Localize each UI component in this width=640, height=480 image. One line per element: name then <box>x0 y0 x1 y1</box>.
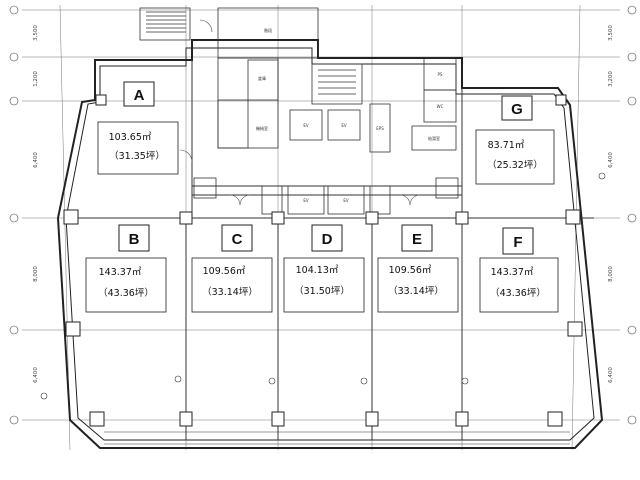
unit-G-area: 83.71㎡ <box>488 140 525 151</box>
room-label-ps: PS <box>438 72 443 77</box>
elevator-label-2: EV <box>341 123 347 128</box>
unit-B-letter: B <box>129 231 140 248</box>
unit-B-tsubo: （43.36坪） <box>98 287 154 299</box>
dim-right-1: 3,500 <box>608 25 614 41</box>
unit-B: B 143.37㎡ （43.36坪） <box>85 224 167 313</box>
unit-G-area-box <box>475 129 555 185</box>
unit-B-area: 143.37㎡ <box>99 267 142 278</box>
unit-D-area-box <box>283 257 365 313</box>
unit-F-tsubo: （43.36坪） <box>490 287 546 299</box>
core-room-labels: 倉庫 機械室 EPS PS 階段 給湯室 WC <box>256 27 444 141</box>
unit-B-area-box <box>85 257 167 313</box>
dim-right-3: 6,400 <box>608 152 614 168</box>
elevator-label-3: EV <box>303 198 309 203</box>
unit-G-letter-box <box>501 95 533 121</box>
unit-E-area: 109.56㎡ <box>389 265 432 276</box>
unit-F-area: 143.37㎡ <box>491 267 534 278</box>
dim-left-5: 6,400 <box>33 367 39 383</box>
unit-A-area: 103.65㎡ <box>109 132 152 143</box>
dimensions-left: 3,500 1,200 6,400 8,000 6,400 <box>33 25 39 383</box>
unit-F-area-box <box>479 257 559 313</box>
axis-markers-left <box>9 5 19 425</box>
unit-E: E 109.56㎡ （33.14坪） <box>377 224 459 313</box>
outer-walls <box>56 39 604 449</box>
unit-A-area-box <box>97 121 179 175</box>
partitions <box>70 60 594 440</box>
unit-E-letter-box <box>401 224 433 252</box>
dim-left-2: 1,200 <box>33 71 39 87</box>
unit-A-letter-box <box>123 81 155 107</box>
unit-D-tsubo: （31.50坪） <box>294 285 350 297</box>
dim-left-3: 6,400 <box>33 152 39 168</box>
unit-C-letter: C <box>232 231 243 248</box>
dim-right-5: 6,400 <box>608 367 614 383</box>
unit-C-tsubo: （33.14坪） <box>202 286 258 298</box>
unit-C-letter-box <box>221 224 253 252</box>
room-label-eps: EPS <box>376 126 384 131</box>
unit-C-area-box <box>191 257 273 313</box>
room-label-kitchenette: 給湯室 <box>428 135 440 141</box>
dim-right-2: 3,200 <box>608 71 614 87</box>
unit-A: A 103.65㎡ （31.35坪） <box>97 81 179 175</box>
room-label-storage: 倉庫 <box>258 75 266 81</box>
door-swings <box>179 19 421 206</box>
unit-G-tsubo: （25.32坪） <box>487 159 543 171</box>
dim-right-4: 8,000 <box>608 266 614 282</box>
room-label-stairs: 階段 <box>264 27 272 33</box>
columns <box>63 94 583 427</box>
elevator-label-4: EV <box>343 198 349 203</box>
unit-C: C 109.56㎡ （33.14坪） <box>191 224 273 313</box>
unit-G: G 83.71㎡ （25.32坪） <box>475 95 555 185</box>
dim-left-4: 8,000 <box>33 266 39 282</box>
unit-F: F 143.37㎡ （43.36坪） <box>479 227 559 313</box>
unit-A-tsubo: （31.35坪） <box>109 150 165 162</box>
fixtures <box>40 172 606 400</box>
unit-G-letter: G <box>511 101 523 118</box>
unit-E-letter: E <box>412 231 422 248</box>
unit-A-letter: A <box>134 87 145 104</box>
unit-F-letter: F <box>513 234 522 251</box>
unit-E-area-box <box>377 257 459 313</box>
unit-B-letter-box <box>118 224 150 252</box>
unit-D-area: 104.13㎡ <box>296 265 339 276</box>
dimensions-right: 3,500 3,200 6,400 8,000 6,400 <box>608 25 614 383</box>
unit-D: D 104.13㎡ （31.50坪） <box>283 224 365 313</box>
elevator-label-1: EV <box>303 123 309 128</box>
core <box>193 57 459 215</box>
room-label-wc: WC <box>437 104 444 109</box>
elevators: EV EV EV EV <box>303 123 349 203</box>
unit-D-letter-box <box>311 224 343 252</box>
unit-C-area: 109.56㎡ <box>203 266 246 277</box>
unit-F-letter-box <box>502 227 534 255</box>
unit-D-letter: D <box>322 231 333 248</box>
room-label-machine: 機械室 <box>256 125 268 131</box>
dim-left-1: 3,500 <box>33 25 39 41</box>
axis-markers-right <box>627 5 637 425</box>
bottom-balcony <box>104 431 570 445</box>
unit-E-tsubo: （33.14坪） <box>388 285 444 297</box>
